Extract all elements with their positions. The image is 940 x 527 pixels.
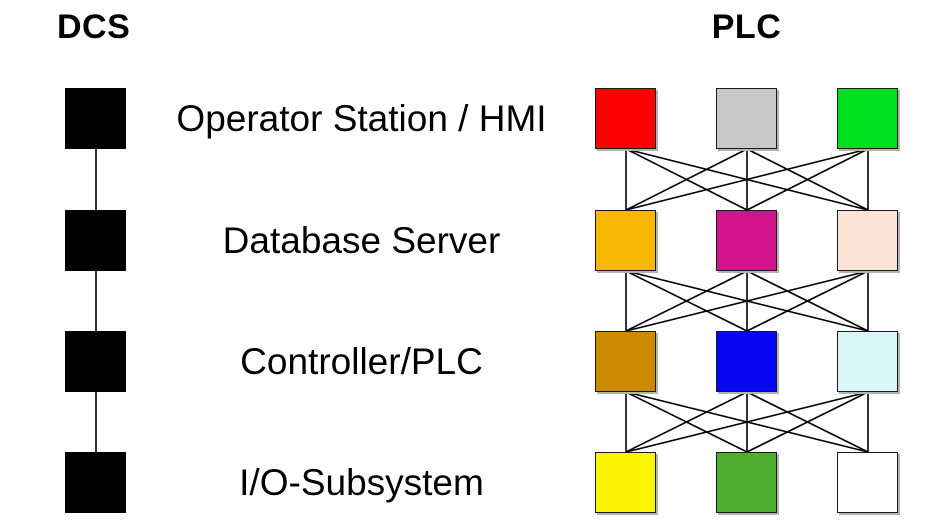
plc-node-r1-c1 [595, 88, 656, 149]
connection-line [746, 148, 869, 211]
plc-node-r3-c2 [716, 331, 777, 392]
connection-line [625, 270, 748, 332]
connection-line [746, 270, 869, 332]
plc-node-r2-c3 [837, 210, 898, 271]
level-label-io-subsystem: I/O-Subsystem [239, 461, 484, 503]
dcs-node-row3 [65, 331, 126, 392]
dcs-node-row1 [65, 88, 126, 149]
connection-line [746, 391, 869, 453]
connection-line [625, 391, 748, 453]
dcs-title: DCS [57, 8, 131, 46]
connection-line [625, 148, 748, 211]
plc-node-r1-c2 [716, 88, 777, 149]
dcs-node-row4 [65, 452, 126, 513]
connection-line [625, 270, 869, 332]
plc-title: PLC [711, 8, 782, 46]
plc-node-r4-c1 [595, 452, 656, 513]
level-label-controller-plc: Controller/PLC [240, 340, 483, 382]
level-label-operator-station-hmi: Operator Station / HMI [176, 97, 547, 139]
connection-line [625, 391, 869, 453]
plc-node-r1-c3 [837, 88, 898, 149]
plc-node-r4-c3 [837, 452, 898, 513]
level-label-database-server: Database Server [222, 219, 501, 261]
plc-node-r2-c1 [595, 210, 656, 271]
plc-node-r2-c2 [716, 210, 777, 271]
plc-node-r4-c2 [716, 452, 777, 513]
dcs-node-row2 [65, 210, 126, 271]
plc-node-r3-c3 [837, 331, 898, 392]
connection-line [625, 148, 869, 211]
plc-node-r3-c1 [595, 331, 656, 392]
